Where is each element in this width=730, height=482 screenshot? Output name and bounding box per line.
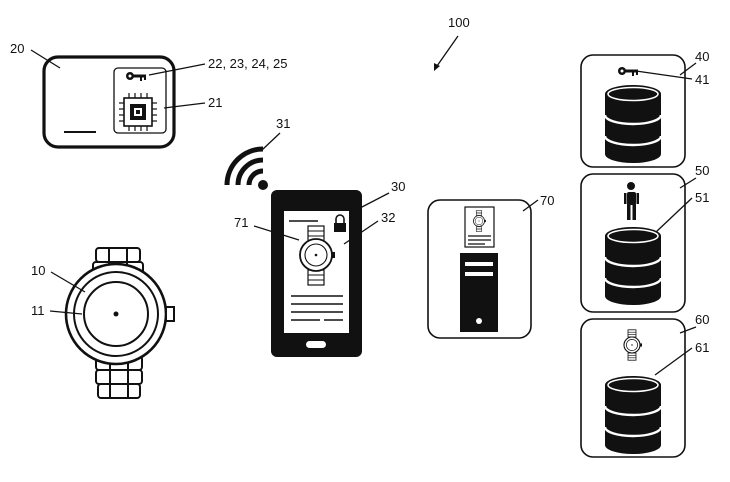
- leader-server: [522, 199, 539, 212]
- label-db-keys: 40: [695, 49, 709, 64]
- person-icon: [624, 182, 639, 220]
- figure-label: 100: [448, 15, 470, 30]
- label-phone-screen: 32: [381, 210, 395, 225]
- label-watch: 10: [31, 263, 45, 278]
- database-icon: [603, 225, 663, 307]
- database-icon: [603, 374, 663, 456]
- leader-db-users-inner: [655, 197, 693, 233]
- database-users: [580, 173, 686, 313]
- label-card-chip-refs: 22, 23, 24, 25: [208, 56, 288, 71]
- leader-db-watches: [679, 326, 697, 334]
- label-watch-dial: 11: [31, 303, 45, 318]
- database-keys: [580, 54, 686, 168]
- database-icon: [603, 83, 663, 165]
- figure-arrow-head: [434, 63, 440, 71]
- label-server: 70: [540, 193, 554, 208]
- chip-icon: [119, 93, 157, 131]
- leader-phone-image: [253, 225, 300, 241]
- label-db-watches-inner: 61: [695, 340, 709, 355]
- label-signal: 31: [276, 116, 290, 131]
- label-db-users: 50: [695, 163, 709, 178]
- leader-watch-dial: [49, 310, 83, 315]
- label-db-watches: 60: [695, 312, 709, 327]
- leader-signal: [261, 132, 281, 151]
- label-db-users-inner: 51: [695, 190, 709, 205]
- label-phone-image: 71: [234, 215, 248, 230]
- leader-db-watches-inner: [654, 347, 693, 376]
- leader-db-users: [679, 177, 697, 189]
- wristwatch: [64, 247, 175, 399]
- smartphone: [271, 190, 362, 357]
- watch-icon: [299, 225, 335, 286]
- phone-home-button: [306, 341, 326, 348]
- computer-tower-icon: [460, 253, 498, 332]
- figure-arrow: [436, 35, 459, 67]
- leader-phone: [359, 192, 390, 209]
- label-phone: 30: [391, 179, 405, 194]
- server-terminal: [427, 199, 532, 339]
- lock-icon: [334, 214, 346, 232]
- label-card-chip: 21: [208, 95, 222, 110]
- label-card: 20: [10, 41, 24, 56]
- label-db-keys-inner: 41: [695, 72, 709, 87]
- leader-card-key: [148, 63, 206, 76]
- leader-phone-screen: [343, 220, 379, 245]
- leader-card-chip: [163, 102, 206, 109]
- leader-db-keys: [679, 62, 697, 76]
- leader-db-keys-inner: [635, 70, 693, 80]
- leader-watch: [50, 271, 86, 293]
- wireless-signal-icon: [224, 146, 268, 190]
- card: [42, 55, 176, 149]
- leader-card: [30, 49, 61, 69]
- database-watches: [580, 318, 686, 458]
